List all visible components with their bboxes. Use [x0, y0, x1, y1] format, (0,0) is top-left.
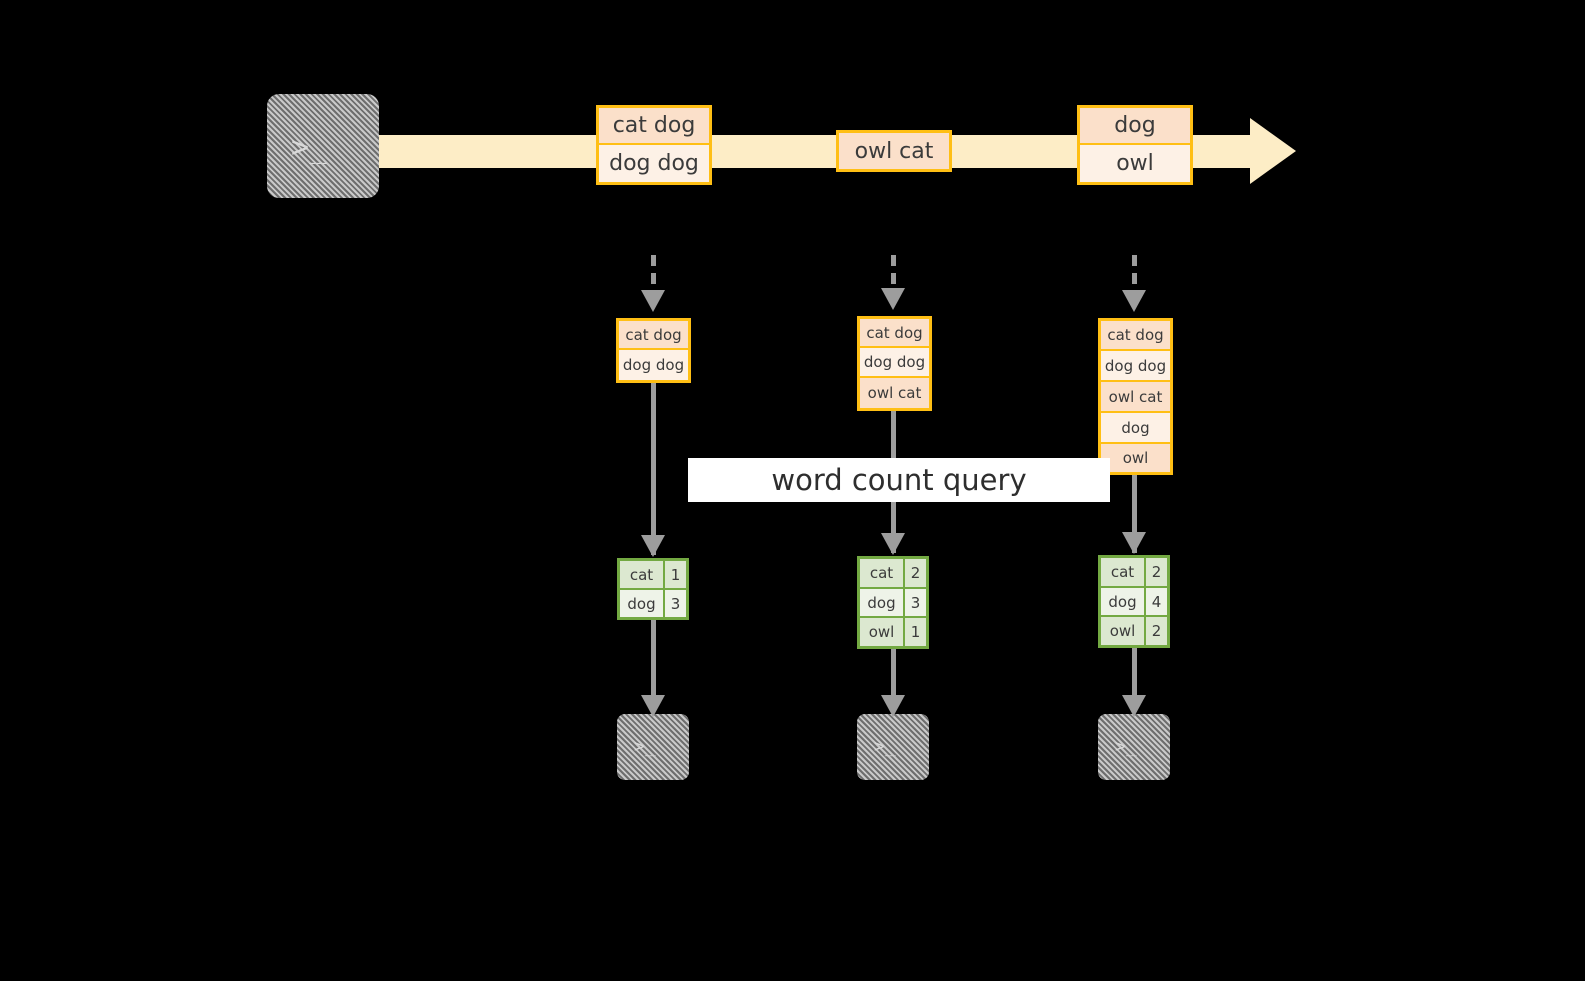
snapshot-input-line: dog dog [1101, 351, 1170, 382]
table-row: dog 3 [860, 588, 926, 619]
snapshot-input-line: owl cat [1101, 382, 1170, 413]
table-row: cat 2 [1101, 558, 1167, 588]
stream-timeline-arrowhead [1250, 118, 1296, 184]
result-count-cell: 3 [665, 590, 686, 617]
result-word-cell: owl [1101, 617, 1146, 646]
terminal-prompt-glyph: >_ [1115, 736, 1137, 757]
snapshot-1-sink-arrowhead [641, 695, 665, 717]
snapshot-1-query-line [651, 383, 656, 555]
terminal-prompt-glyph: >_ [874, 736, 896, 757]
snapshot-3-trigger-arrowhead [1122, 290, 1146, 312]
snapshot-input-line: dog [1101, 413, 1170, 444]
table-row: owl 1 [860, 618, 926, 647]
snapshot-2-input-stack[interactable]: cat dog dog dog owl cat [857, 316, 932, 411]
table-row: dog 3 [620, 590, 686, 617]
table-row: cat 1 [620, 561, 686, 590]
snapshot-input-line: dog dog [860, 348, 929, 378]
snapshot-input-line: dog dog [619, 350, 688, 380]
stream-event-line: cat dog [599, 108, 709, 145]
snapshot-3-input-stack[interactable]: cat dog dog dog owl cat dog owl [1098, 318, 1173, 475]
snapshot-3-sink-line [1132, 648, 1137, 698]
snapshot-1-sink-terminal-icon[interactable]: >_ [617, 714, 689, 780]
snapshot-3-trigger-line [1132, 255, 1137, 293]
snapshot-2-trigger-arrowhead [881, 288, 905, 310]
result-count-cell: 2 [1146, 558, 1167, 586]
snapshot-input-line: cat dog [619, 321, 688, 350]
result-count-cell: 2 [1146, 617, 1167, 646]
stream-event-line: owl cat [839, 133, 949, 169]
snapshot-3-sink-terminal-icon[interactable]: >_ [1098, 714, 1170, 780]
snapshot-3-query-arrowhead [1122, 532, 1146, 554]
snapshot-1-query-arrowhead [641, 535, 665, 557]
snapshot-3-sink-arrowhead [1122, 695, 1146, 717]
result-count-cell: 1 [665, 561, 686, 588]
snapshot-2-trigger-line [891, 255, 896, 291]
snapshot-1-trigger-line [651, 255, 656, 293]
table-row: dog 4 [1101, 587, 1167, 618]
snapshot-input-line: cat dog [860, 319, 929, 348]
query-label-band: word count query [688, 458, 1110, 502]
stream-event-group-3[interactable]: dog owl [1077, 105, 1193, 185]
result-word-cell: cat [620, 561, 665, 588]
result-count-cell: 1 [905, 618, 926, 647]
snapshot-1-result-table[interactable]: cat 1 dog 3 [617, 558, 689, 620]
snapshot-2-sink-terminal-icon[interactable]: >_ [857, 714, 929, 780]
stream-event-group-1[interactable]: cat dog dog dog [596, 105, 712, 185]
stream-event-line: dog [1080, 108, 1190, 145]
result-word-cell: owl [860, 618, 905, 647]
snapshot-1-input-stack[interactable]: cat dog dog dog [616, 318, 691, 383]
query-label-text: word count query [771, 463, 1027, 497]
stream-event-group-2[interactable]: owl cat [836, 130, 952, 172]
result-word-cell: dog [860, 588, 905, 617]
snapshot-2-result-table[interactable]: cat 2 dog 3 owl 1 [857, 556, 929, 649]
result-count-cell: 4 [1146, 587, 1167, 616]
snapshot-2-sink-line [891, 649, 896, 698]
table-row: cat 2 [860, 559, 926, 589]
snapshot-2-sink-arrowhead [881, 695, 905, 717]
snapshot-3-query-line [1132, 475, 1137, 553]
result-word-cell: dog [1101, 587, 1146, 616]
stream-event-line: owl [1080, 145, 1190, 182]
snapshot-input-line: owl [1101, 444, 1170, 472]
snapshot-1-trigger-arrowhead [641, 290, 665, 312]
terminal-prompt-glyph: >_ [291, 130, 328, 165]
source-terminal-icon[interactable]: >_ [267, 94, 379, 198]
result-word-cell: dog [620, 590, 665, 617]
result-count-cell: 3 [905, 588, 926, 617]
stream-event-line: dog dog [599, 145, 709, 182]
snapshot-3-result-table[interactable]: cat 2 dog 4 owl 2 [1098, 555, 1170, 648]
result-word-cell: cat [1101, 558, 1146, 586]
snapshot-2-query-arrowhead [881, 533, 905, 555]
snapshot-input-line: cat dog [1101, 321, 1170, 351]
result-word-cell: cat [860, 559, 905, 587]
table-row: owl 2 [1101, 617, 1167, 646]
snapshot-1-sink-line [651, 620, 656, 698]
snapshot-input-line: owl cat [860, 378, 929, 408]
result-count-cell: 2 [905, 559, 926, 587]
terminal-prompt-glyph: >_ [634, 736, 656, 757]
